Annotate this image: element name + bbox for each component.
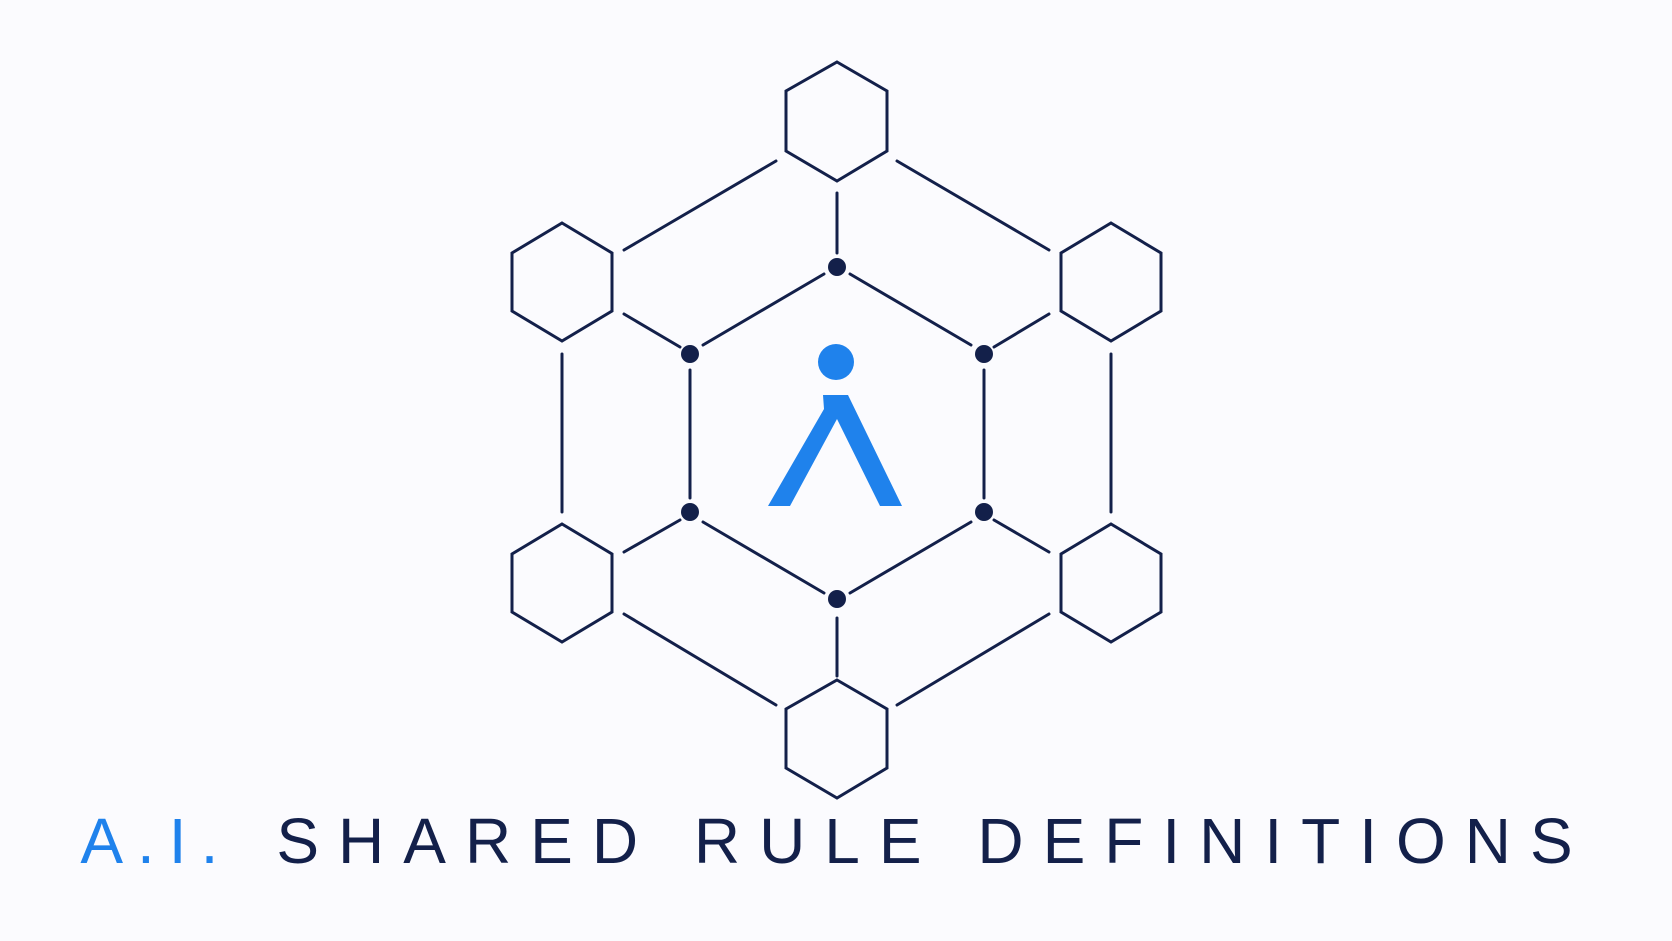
connector-line bbox=[992, 518, 1051, 554]
hexagon-icon bbox=[1059, 522, 1163, 644]
logo-wordmark: A.I. SHARED RULE DEFINITIONS bbox=[0, 806, 1672, 876]
hexagon-icon bbox=[784, 678, 889, 800]
connector-line bbox=[622, 159, 778, 252]
wordmark-accent-text: A.I. bbox=[80, 805, 233, 877]
connector-line bbox=[992, 312, 1051, 349]
hexagon-icon bbox=[510, 522, 614, 644]
lambda-shape bbox=[768, 395, 902, 506]
dot-icon bbox=[828, 590, 846, 608]
network-connectors bbox=[560, 159, 1113, 707]
connector-line bbox=[622, 612, 778, 707]
outer-hexagons bbox=[510, 60, 1163, 800]
dot-icon bbox=[681, 345, 699, 363]
connector-line bbox=[622, 312, 682, 349]
connector-line bbox=[895, 159, 1051, 252]
dot-icon bbox=[681, 503, 699, 521]
connector-line bbox=[701, 272, 826, 347]
dot-icon bbox=[975, 345, 993, 363]
connector-line bbox=[848, 272, 973, 347]
connector-line bbox=[622, 518, 682, 554]
dot-icon bbox=[828, 258, 846, 276]
dot-icon bbox=[975, 503, 993, 521]
connector-line bbox=[895, 612, 1051, 707]
person-head-shape bbox=[818, 344, 854, 380]
lambda-person-icon bbox=[768, 344, 902, 506]
connector-line bbox=[701, 520, 826, 595]
hexagon-icon bbox=[1059, 221, 1163, 343]
connector-line bbox=[848, 520, 973, 595]
hexagon-icon bbox=[510, 221, 614, 343]
inner-nodes bbox=[681, 258, 993, 608]
hexagon-icon bbox=[784, 60, 889, 183]
wordmark-main-text: SHARED RULE DEFINITIONS bbox=[276, 805, 1592, 877]
